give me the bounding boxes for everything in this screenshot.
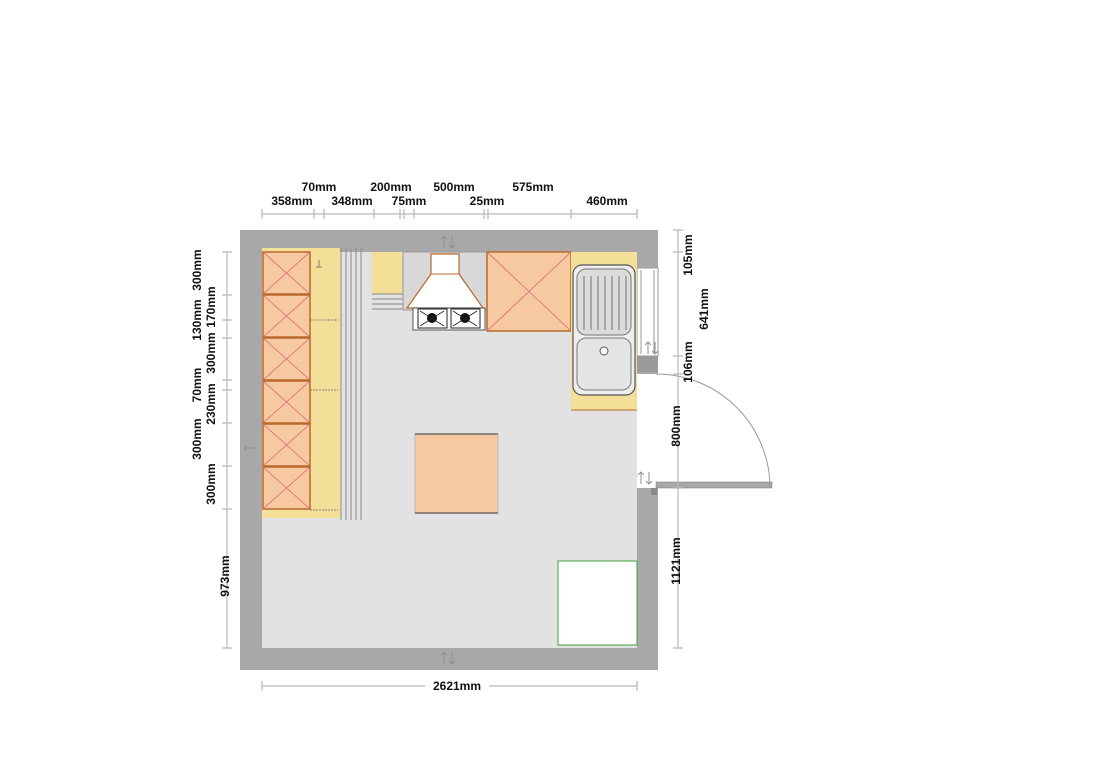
- left-units: [262, 248, 362, 520]
- dim-left-300-c: 300mm: [204, 463, 218, 504]
- dim-right-1121: 1121mm: [669, 537, 683, 584]
- left-cabinet-3: [262, 337, 311, 381]
- door-leaf: [655, 481, 773, 489]
- top-worktop-small: [372, 252, 403, 294]
- appliance-outline: [557, 560, 638, 646]
- dim-top-460: 460mm: [586, 194, 627, 208]
- extractor-hood: [402, 251, 488, 311]
- wall-arrows: [243, 235, 659, 665]
- dim-left-170: 170mm: [204, 286, 218, 327]
- hob: [412, 307, 486, 331]
- dim-bottom-total: 2621mm: [433, 679, 481, 693]
- dim-top-500: 500mm: [433, 180, 474, 194]
- island-unit: [414, 433, 499, 514]
- sink-drain: [599, 346, 609, 356]
- plinth-lines: [340, 248, 362, 520]
- dim-top-358: 358mm: [271, 194, 312, 208]
- dim-left-130: 130mm: [190, 299, 204, 340]
- top-dimension-labels: 70mm 200mm 500mm 575mm 358mm 348mm 75mm …: [271, 180, 627, 208]
- left-dimension-labels: 300mm 130mm 70mm 300mm 300mm 973mm 170mm…: [190, 249, 232, 596]
- door-opening: [637, 374, 658, 488]
- dim-top-25: 25mm: [470, 194, 505, 208]
- right-dimension-labels: 105mm 106mm 800mm 1121mm 641mm: [669, 234, 711, 584]
- dimension-lines: [222, 209, 683, 691]
- left-cabinet-4: [262, 380, 311, 424]
- top-corner-cabinet: [486, 251, 572, 332]
- sink: [572, 264, 636, 396]
- left-cabinet-5: [262, 423, 311, 467]
- dim-right-641: 641mm: [697, 288, 711, 329]
- dim-right-800: 800mm: [669, 405, 683, 446]
- left-cabinet-6: [262, 466, 311, 510]
- dim-left-973: 973mm: [218, 555, 232, 596]
- dim-left-300-a: 300mm: [190, 249, 204, 290]
- door: [651, 373, 773, 495]
- window-sill: [637, 356, 658, 372]
- left-cabinet-1: [262, 251, 311, 295]
- dim-left-300-d: 300mm: [204, 332, 218, 373]
- left-cabinet-2: [262, 294, 311, 338]
- dim-left-300-b: 300mm: [190, 418, 204, 459]
- dim-top-75: 75mm: [392, 194, 427, 208]
- dim-top-200: 200mm: [370, 180, 411, 194]
- dim-top-575: 575mm: [512, 180, 553, 194]
- dim-top-70: 70mm: [302, 180, 337, 194]
- dim-right-105: 105mm: [681, 234, 695, 275]
- dim-top-348: 348mm: [331, 194, 372, 208]
- dim-left-230: 230mm: [204, 383, 218, 424]
- door-swing-arc: [655, 373, 771, 489]
- dim-left-70: 70mm: [190, 368, 204, 403]
- dim-right-106: 106mm: [681, 341, 695, 382]
